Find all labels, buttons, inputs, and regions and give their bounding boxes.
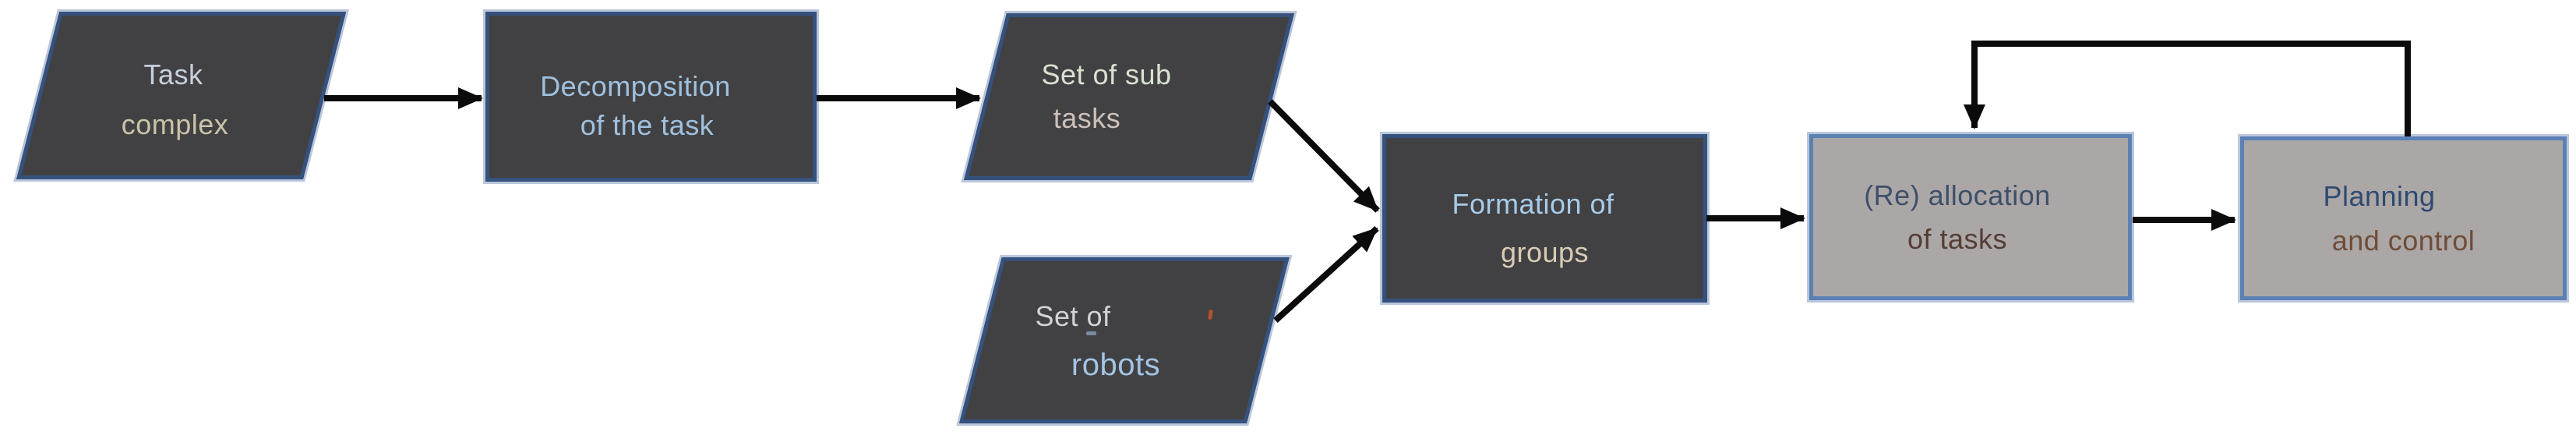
re-allocation-of-tasks-shape [1809, 134, 2132, 300]
arrow-feedback-planning-to-reallocation [1964, 41, 2411, 136]
decomposition-shape [485, 12, 817, 182]
node-decomposition: Decomposition of the task [485, 12, 817, 182]
set-of-robots-shape [959, 257, 1290, 423]
formation-of-groups-shape [1382, 134, 1707, 303]
node-planning-and-control: Planning and control [2240, 136, 2567, 300]
planning-and-control-shape [2240, 136, 2567, 300]
arrow-robots-to-formation [1273, 226, 1379, 323]
blue-dash-artifact [1086, 331, 1096, 335]
node-set-of-sub-tasks: Set of sub tasks [964, 13, 1294, 180]
set-of-sub-tasks-shape [964, 13, 1294, 180]
node-set-of-robots: Set of robots [959, 257, 1290, 423]
node-task-complex: Task complex [16, 12, 347, 179]
node-formation-of-groups: Formation of groups [1382, 134, 1707, 303]
node-re-allocation-of-tasks: (Re) allocation of tasks [1809, 134, 2132, 300]
task-complex-shape [16, 12, 347, 179]
arrow-subtasks-to-formation [1268, 99, 1380, 213]
